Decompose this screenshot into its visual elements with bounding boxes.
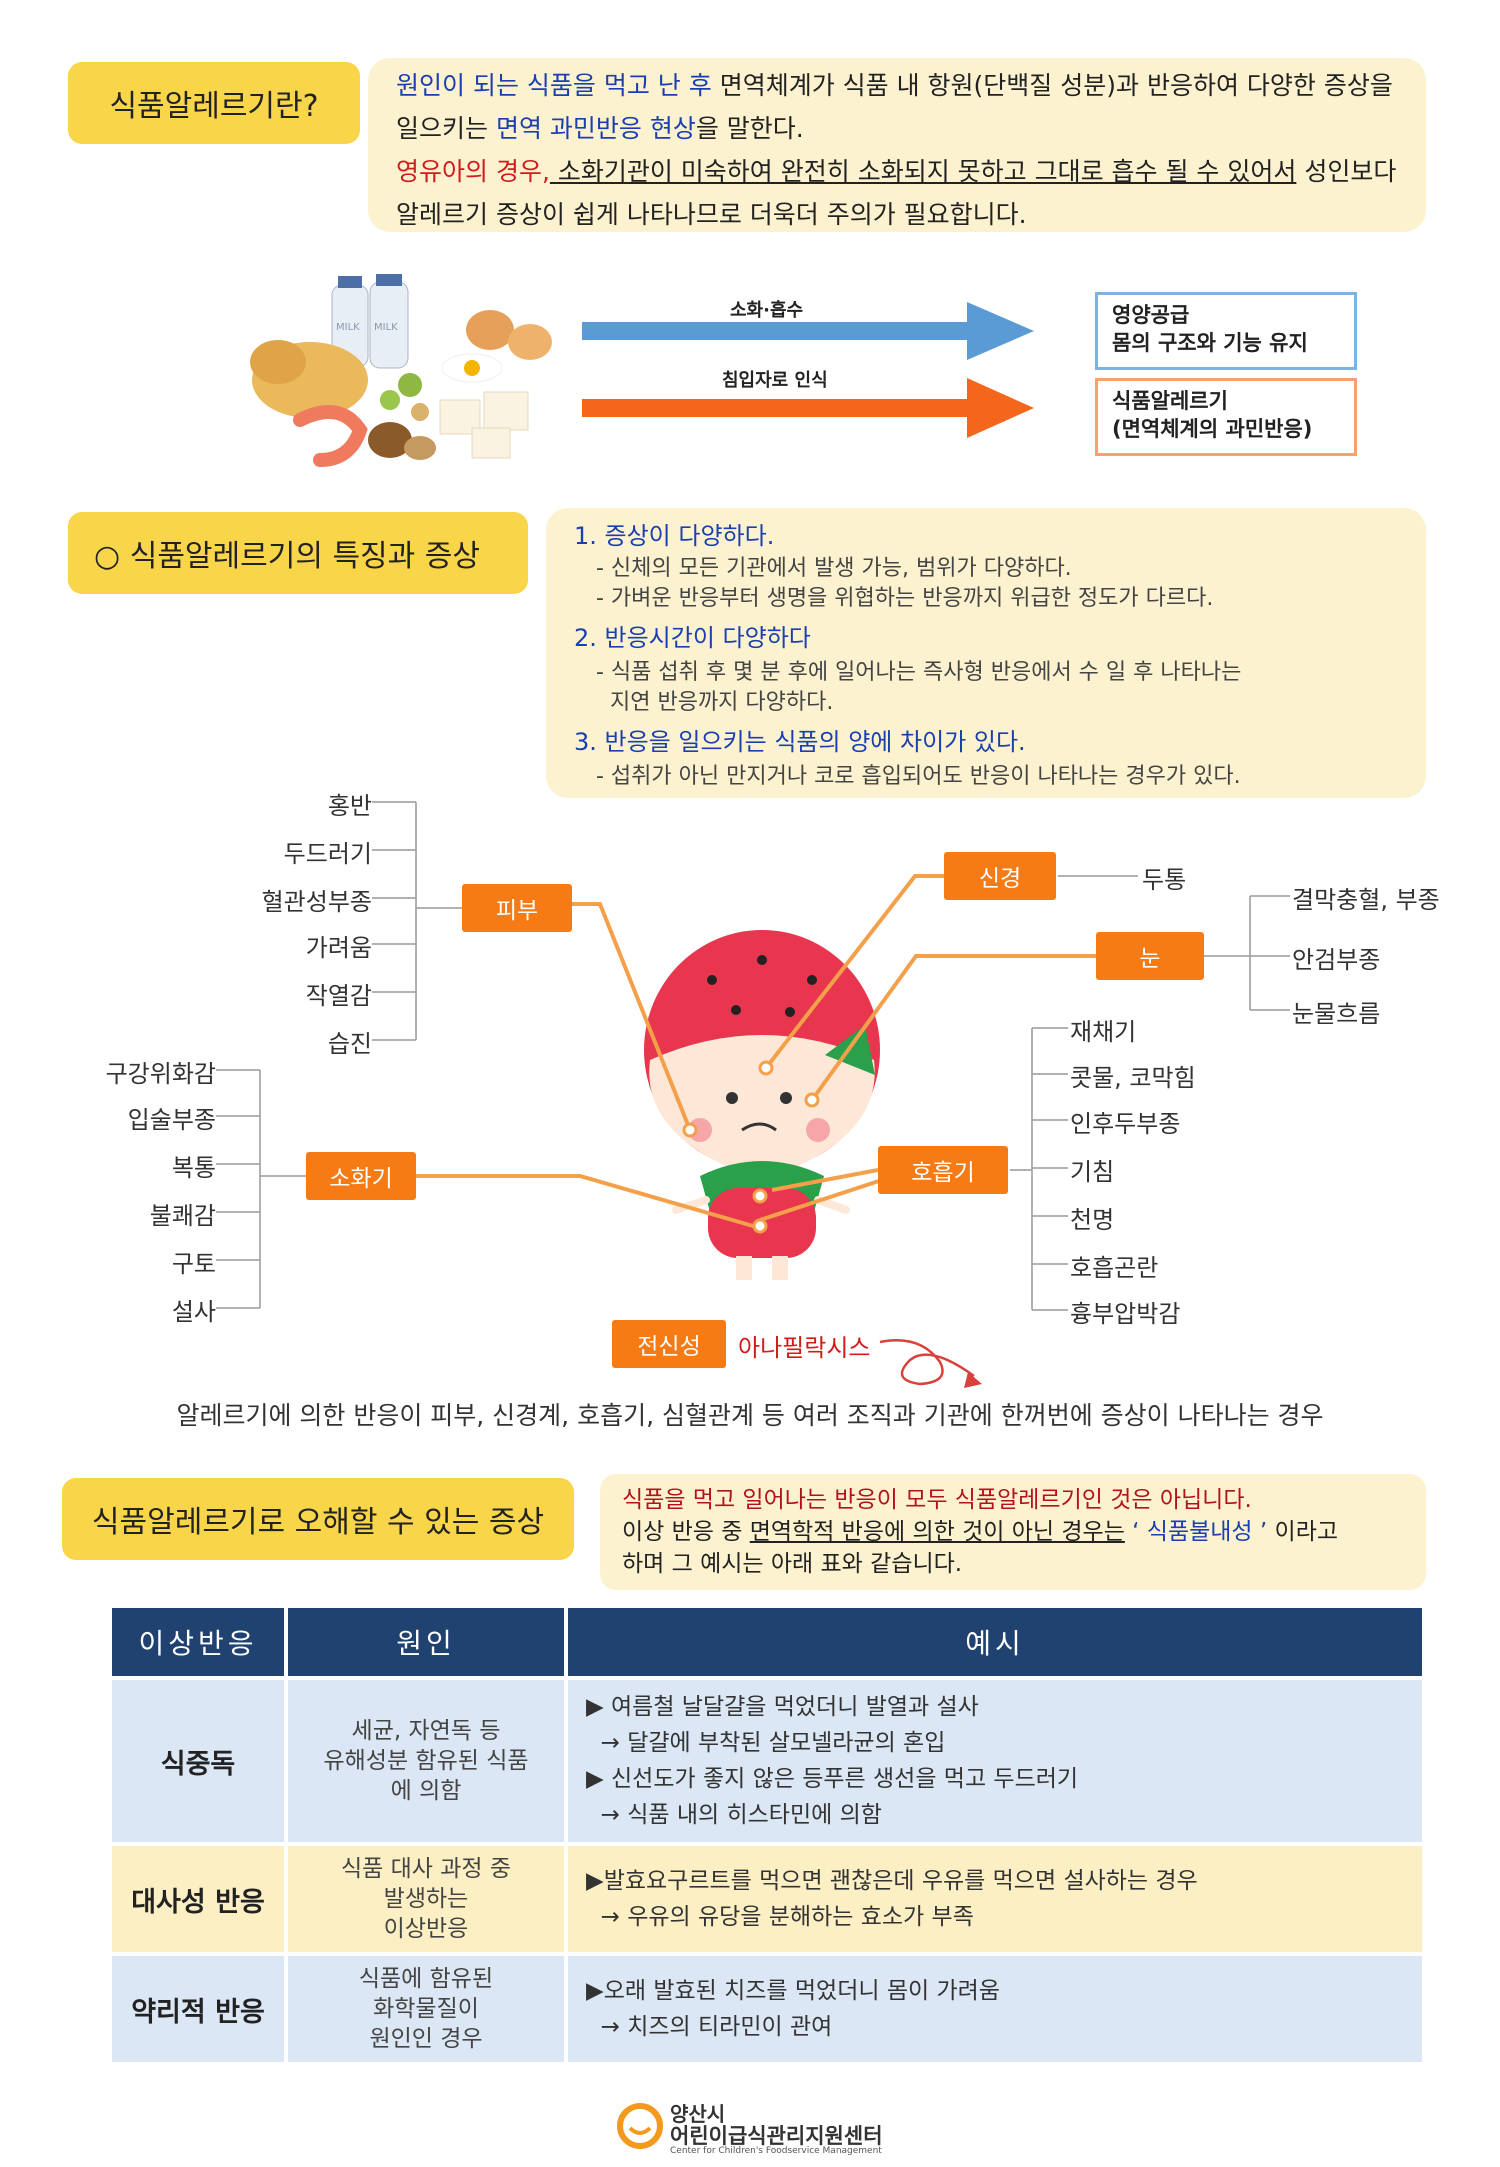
footer-center: 어린이급식관리지원센터 xyxy=(670,2124,883,2148)
arrow-label-intruder: 침입자로 인식 xyxy=(722,370,828,391)
definition-line-1: 원인이 되는 식품을 먹고 난 후 면역체계가 식품 내 항원(단백질 성분)과… xyxy=(396,71,1393,100)
respiratory-symptom: 천명 xyxy=(1070,1206,1115,1234)
eye-tag: 눈 xyxy=(1096,932,1204,980)
table-header: 이상반응 xyxy=(112,1608,284,1676)
respiratory-symptom: 콧물, 코막힘 xyxy=(1070,1064,1196,1092)
digestive-tag: 소화기 xyxy=(306,1152,416,1200)
table-header: 예시 xyxy=(568,1608,1422,1676)
milk-label: MILK xyxy=(374,322,398,333)
skin-symptom: 가려움 xyxy=(305,934,372,962)
systemic-tag: 전신성 xyxy=(612,1320,726,1368)
digestion-arrow xyxy=(582,302,1034,360)
respiratory-symptom: 흉부압박감 xyxy=(1070,1300,1181,1328)
eye-symptom: 결막충혈, 부종 xyxy=(1292,886,1440,914)
symptom-map-lines xyxy=(216,801,1290,1388)
section-tag-misunderstood: 식품알레르기로 오해할 수 있는 증상 xyxy=(62,1478,574,1560)
footer-logo: 양산시 어린이급식관리지원센터 Center for Children's Fo… xyxy=(616,2098,936,2158)
skin-symptom: 홍반 xyxy=(327,792,372,820)
digestive-symptom: 불쾌감 xyxy=(149,1202,216,1230)
nutrition-box: 영양공급 몸의 구조와 기능 유지 xyxy=(1095,292,1357,370)
digestive-symptom: 설사 xyxy=(171,1298,216,1326)
skin-symptom: 작열감 xyxy=(305,982,372,1010)
example-cell: ▶발효요구르트를 먹으면 괜찮은데 우유를 먹으면 설사하는 경우 → 우유의 … xyxy=(568,1846,1422,1952)
allergy-arrow xyxy=(582,378,1034,438)
respiratory-tag: 호흡기 xyxy=(878,1146,1008,1194)
feature-title-3: 3. 반응을 일으키는 식품의 양에 차이가 있다. xyxy=(574,728,1026,756)
smile-logo-icon xyxy=(617,2103,663,2149)
intolerance-line-2: 이상 반응 중 면역학적 반응에 의한 것이 아닌 경우는 ‘ 식품불내성 ’ … xyxy=(622,1519,1339,1545)
section-title: 식품알레르기로 오해할 수 있는 증상 xyxy=(91,1505,545,1540)
example-cell: ▶오래 발효된 치즈를 먹었더니 몸이 가려움 → 치즈의 티라민이 관여 xyxy=(568,1956,1422,2062)
feature-line: 지연 반응까지 다양하다. xyxy=(596,690,834,715)
systemic-note: 알레르기에 의한 반응이 피부, 신경계, 호흡기, 심혈관계 등 여러 조직과… xyxy=(176,1401,1324,1430)
feature-line: - 신체의 모든 기관에서 발생 가능, 범위가 다양하다. xyxy=(596,556,1072,581)
definition-line-2: 일으키는 면역 과민반응 현상을 말한다. xyxy=(396,114,804,143)
nerve-tag: 신경 xyxy=(944,852,1056,900)
table-header: 원인 xyxy=(288,1608,564,1676)
respiratory-symptom: 호흡곤란 xyxy=(1070,1254,1159,1282)
definition-line-3: 영유아의 경우, 소화기관이 미숙하여 완전히 소화되지 못하고 그대로 흡수 … xyxy=(396,157,1397,186)
intolerance-box: 식품을 먹고 일어나는 반응이 모두 식품알레르기인 것은 아닙니다. 이상 반… xyxy=(600,1474,1426,1590)
respiratory-symptom: 재채기 xyxy=(1070,1018,1137,1046)
example-cell: ▶ 여름철 날달걀을 먹었더니 발열과 설사 → 달걀에 부착된 살모넬라균의 … xyxy=(568,1680,1422,1842)
respiratory-symptom: 인후두부종 xyxy=(1070,1110,1181,1138)
skin-symptom: 혈관성부종 xyxy=(261,888,372,916)
allergy-box: 식품알레르기 (면역체계의 과민반응) xyxy=(1095,378,1357,456)
arrow-label-digestion: 소화·흡수 xyxy=(730,300,804,321)
footer-english: Center for Children's Foodservice Manage… xyxy=(670,2146,882,2156)
digestive-symptom: 복통 xyxy=(171,1154,216,1182)
milk-label: MILK xyxy=(336,322,360,333)
strawberry-character-icon xyxy=(644,930,880,1280)
footer-city: 양산시 xyxy=(670,2102,726,2126)
reaction-cell: 대사성 반응 xyxy=(112,1846,284,1952)
skin-symptom: 습진 xyxy=(327,1030,372,1058)
table-header-row: 이상반응 원인 예시 xyxy=(112,1608,1422,1676)
respiratory-symptom: 기침 xyxy=(1070,1158,1115,1186)
allergy-box-line-2: (면역체계의 과민반응) xyxy=(1112,417,1313,441)
section-title: 식품알레르기란? xyxy=(109,89,319,124)
allergy-box-line-1: 식품알레르기 xyxy=(1112,389,1228,413)
feature-title-1: 1. 증상이 다양하다. xyxy=(574,522,775,550)
nerve-symptom: 두통 xyxy=(1142,866,1187,894)
section-tag-features: ○ 식품알레르기의 특징과 증상 xyxy=(68,512,528,594)
intolerance-line-3: 하며 그 예시는 아래 표와 같습니다. xyxy=(622,1551,963,1577)
digestive-symptom: 구강위화감 xyxy=(105,1060,216,1088)
feature-title-2: 2. 반응시간이 다양하다 xyxy=(574,624,811,652)
feature-line: - 섭취가 아닌 만지거나 코로 흡입되어도 반응이 나타나는 경우가 있다. xyxy=(596,764,1241,789)
eye-symptom: 눈물흐름 xyxy=(1292,1000,1381,1028)
section-tag-what-is: 식품알레르기란? xyxy=(68,62,360,144)
digestive-symptom: 구토 xyxy=(171,1250,216,1278)
definition-line-4: 알레르기 증상이 쉽게 나타나므로 더욱더 주의가 필요합니다. xyxy=(396,200,1027,229)
features-box: 1. 증상이 다양하다. - 신체의 모든 기관에서 발생 가능, 범위가 다양… xyxy=(546,508,1426,798)
anaphylaxis-label: 아나필락시스 xyxy=(738,1334,871,1362)
reaction-cell: 약리적 반응 xyxy=(112,1956,284,2062)
feature-line: - 식품 섭취 후 몇 분 후에 일어나는 즉사형 반응에서 수 일 후 나타나… xyxy=(596,660,1242,685)
skin-symptom: 두드러기 xyxy=(283,840,372,868)
nutrition-box-line-1: 영양공급 xyxy=(1112,303,1190,327)
skin-tag: 피부 xyxy=(462,884,572,932)
food-illustration: MILK MILK xyxy=(250,274,552,467)
digestive-symptom: 입술부종 xyxy=(127,1106,216,1134)
reaction-cell: 식중독 xyxy=(112,1680,284,1842)
intolerance-line-1: 식품을 먹고 일어나는 반응이 모두 식품알레르기인 것은 아닙니다. xyxy=(622,1487,1252,1513)
definition-box: 원인이 되는 식품을 먹고 난 후 면역체계가 식품 내 항원(단백질 성분)과… xyxy=(368,58,1426,232)
section-title: ○ 식품알레르기의 특징과 증상 xyxy=(94,539,480,574)
nutrition-box-line-2: 몸의 구조와 기능 유지 xyxy=(1112,331,1308,355)
eye-symptom: 안검부종 xyxy=(1292,946,1381,974)
feature-line: - 가벼운 반응부터 생명을 위협하는 반응까지 위급한 정도가 다르다. xyxy=(596,586,1214,611)
